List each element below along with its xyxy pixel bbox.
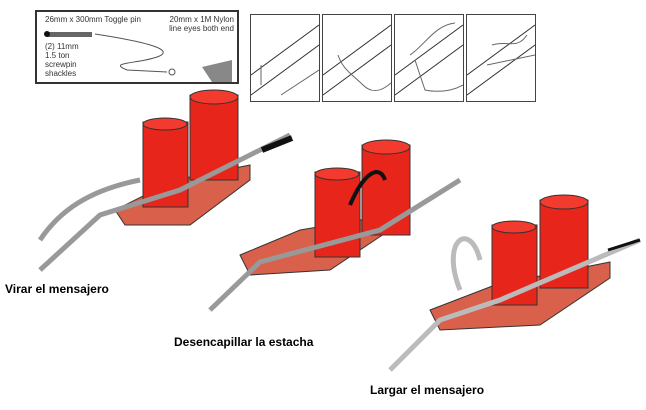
nylon-line-label: 20mm x 1M Nylon line eyes both end (169, 15, 234, 33)
toggle-pin-drawing (44, 31, 232, 82)
step-panel-1 (250, 14, 320, 102)
step-2-label: Desencapillar la estacha (174, 335, 314, 349)
toggle-pin-inset: 26mm x 300mm Toggle pin 20mm x 1M Nylon … (35, 10, 239, 84)
toggle-pin-label: 26mm x 300mm Toggle pin (45, 15, 141, 24)
bitt-step-2 (208, 139, 462, 312)
step-panel-2 (322, 14, 392, 102)
bitt-step-3 (388, 194, 641, 372)
step-3-label: Largar el mensajero (370, 383, 485, 397)
step-panel-4 (466, 14, 536, 102)
shackles-label: (2) 11mm 1.5 ton screwpin shackles (45, 42, 79, 78)
step-panel-3 (394, 14, 464, 102)
step-1-label: Virar el mensajero (5, 282, 109, 296)
bitt-step-1 (37, 89, 294, 272)
